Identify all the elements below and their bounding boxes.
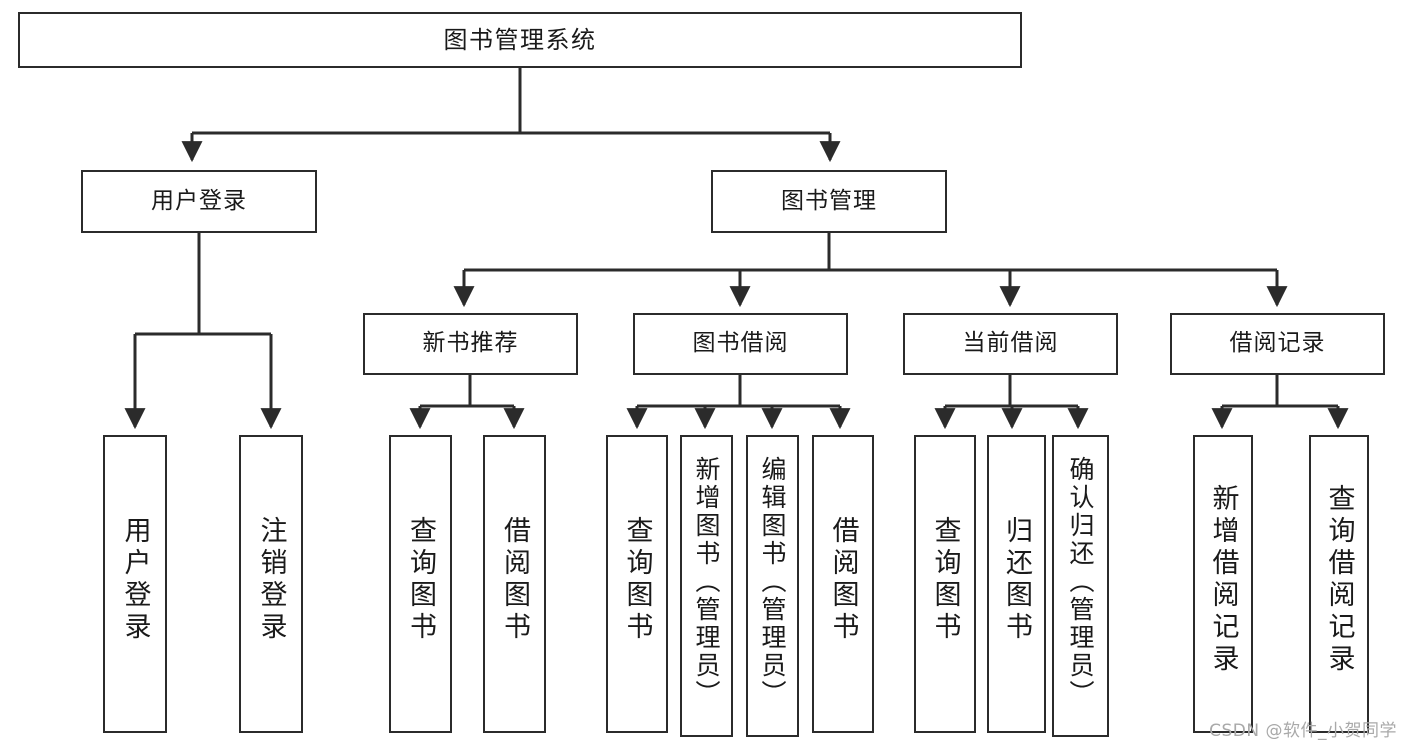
leaf-borrow-edit-book-admin[interactable]: 编辑图书（管理员）	[746, 435, 799, 737]
node-label: 新增借阅记录	[1207, 484, 1239, 676]
node-user-login-module[interactable]: 用户登录	[81, 170, 317, 233]
node-current-borrow[interactable]: 当前借阅	[903, 313, 1118, 375]
leaf-user-login[interactable]: 用户登录	[103, 435, 167, 733]
leaf-record-add-borrow-record[interactable]: 新增借阅记录	[1193, 435, 1253, 733]
leaf-user-logout[interactable]: 注销登录	[239, 435, 303, 733]
node-borrow-record[interactable]: 借阅记录	[1170, 313, 1385, 375]
node-label: 注销登录	[255, 516, 287, 644]
node-label: 查询借阅记录	[1323, 484, 1355, 676]
node-book-borrow[interactable]: 图书借阅	[633, 313, 848, 375]
leaf-borrow-query-book[interactable]: 查询图书	[606, 435, 668, 733]
csdn-watermark: CSDN @软件_小贺同学	[1209, 721, 1397, 741]
node-label: 查询图书	[405, 516, 436, 644]
leaf-current-query-book[interactable]: 查询图书	[914, 435, 976, 733]
node-label: 图书借阅	[692, 330, 789, 357]
leaf-recommend-borrow-book[interactable]: 借阅图书	[483, 435, 546, 733]
node-label: 借阅图书	[499, 516, 530, 644]
leaf-current-confirm-return-admin[interactable]: 确认归还（管理员）	[1052, 435, 1109, 737]
node-label: 新增图书（管理员）	[692, 456, 721, 708]
node-label: 查询图书	[929, 516, 961, 644]
leaf-record-query-borrow-record[interactable]: 查询借阅记录	[1309, 435, 1369, 733]
node-label: 确认归还（管理员）	[1066, 456, 1095, 708]
node-label: 新书推荐	[422, 330, 519, 357]
node-label: 借阅记录	[1229, 330, 1326, 357]
node-new-book-recommend[interactable]: 新书推荐	[363, 313, 578, 375]
node-label: 用户登录	[151, 187, 247, 214]
node-label: 归还图书	[1001, 516, 1032, 644]
leaf-borrow-borrow-book[interactable]: 借阅图书	[812, 435, 874, 733]
leaf-current-return-book[interactable]: 归还图书	[987, 435, 1046, 733]
node-label: 编辑图书（管理员）	[758, 456, 787, 708]
node-book-management-module[interactable]: 图书管理	[711, 170, 947, 233]
node-label: 当前借阅	[962, 330, 1059, 357]
node-label: 查询图书	[621, 516, 653, 644]
node-label: 用户登录	[119, 516, 151, 644]
node-label: 图书管理系统	[443, 25, 597, 54]
node-root-system[interactable]: 图书管理系统	[18, 12, 1022, 68]
leaf-borrow-add-book-admin[interactable]: 新增图书（管理员）	[680, 435, 733, 737]
leaf-recommend-query-book[interactable]: 查询图书	[389, 435, 452, 733]
node-label: 图书管理	[781, 187, 877, 214]
node-label: 借阅图书	[827, 516, 859, 644]
